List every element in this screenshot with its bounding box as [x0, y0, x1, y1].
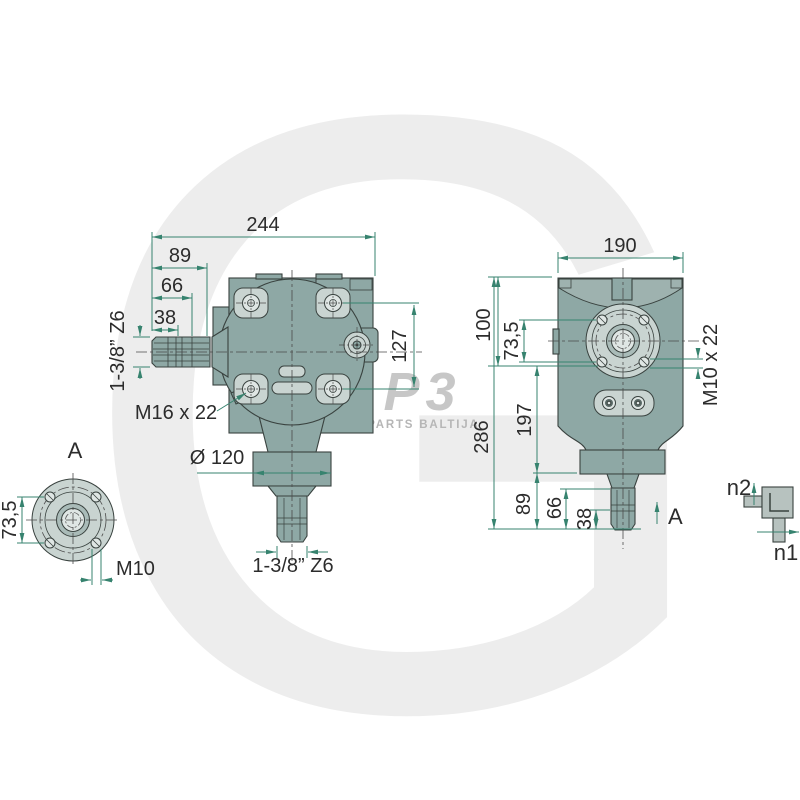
view-a: A 73,5 M10 [0, 438, 155, 585]
front-pad-bolts [236, 288, 348, 404]
side-dim-38: 38 [574, 508, 596, 530]
side-dimensions: 190 286 100 73,5 197 89 66 38 M10 x 22 A [471, 235, 722, 530]
side-breather-plug [611, 277, 633, 301]
side-label-m10x22: M10 x 22 [700, 324, 722, 406]
side-dim-100: 100 [473, 308, 495, 341]
front-view: 244 89 66 38 127 1-3/8” Z6 M16 x 22 Ø 12… [107, 214, 422, 577]
side-dim-73-5: 73,5 [501, 322, 523, 361]
schematic-output-shaft [772, 517, 786, 543]
front-dimensions: 244 89 66 38 127 1-3/8” Z6 M16 x 22 Ø 12… [107, 214, 419, 577]
front-dim-127: 127 [389, 329, 411, 362]
front-label-output-shaft: 1-3/8” Z6 [252, 555, 333, 577]
schematic-gear-symbol [769, 493, 789, 512]
front-dim-244: 244 [246, 214, 279, 236]
side-centerlines [548, 268, 706, 549]
front-dim-66: 66 [161, 275, 183, 297]
side-flange-bolts [596, 314, 650, 368]
side-bolt-plate [593, 389, 655, 417]
side-dim-190: 190 [603, 235, 636, 257]
front-oil-plug [339, 327, 375, 363]
schematic-n1-label: n1 [774, 540, 798, 565]
schematic-n2-label: n2 [727, 475, 751, 500]
view-a-dim-73-5: 73,5 [0, 501, 21, 540]
side-dim-66: 66 [544, 497, 566, 519]
view-a-label-m10: M10 [116, 558, 155, 580]
view-a-flange [26, 473, 120, 567]
side-view: 190 286 100 73,5 197 89 66 38 M10 x 22 A [471, 235, 722, 549]
side-view-a-marker: A [668, 504, 683, 529]
front-label-bell-diameter: Ø 120 [190, 447, 244, 469]
side-dim-286: 286 [471, 420, 493, 453]
front-centerlines [136, 270, 422, 566]
front-dim-89: 89 [169, 245, 191, 267]
schematic-gearbox-body [761, 486, 794, 519]
ratio-schematic: n2 n1 [727, 475, 799, 565]
view-a-dimensions: 73,5 M10 [0, 496, 155, 585]
view-a-bolts [44, 491, 102, 549]
side-dim-89: 89 [513, 493, 535, 515]
front-label-m16: M16 x 22 [135, 402, 217, 424]
view-a-title: A [68, 438, 83, 463]
front-label-input-shaft: 1-3/8” Z6 [107, 310, 129, 391]
front-dim-38: 38 [154, 307, 176, 329]
side-dim-197: 197 [514, 403, 536, 436]
